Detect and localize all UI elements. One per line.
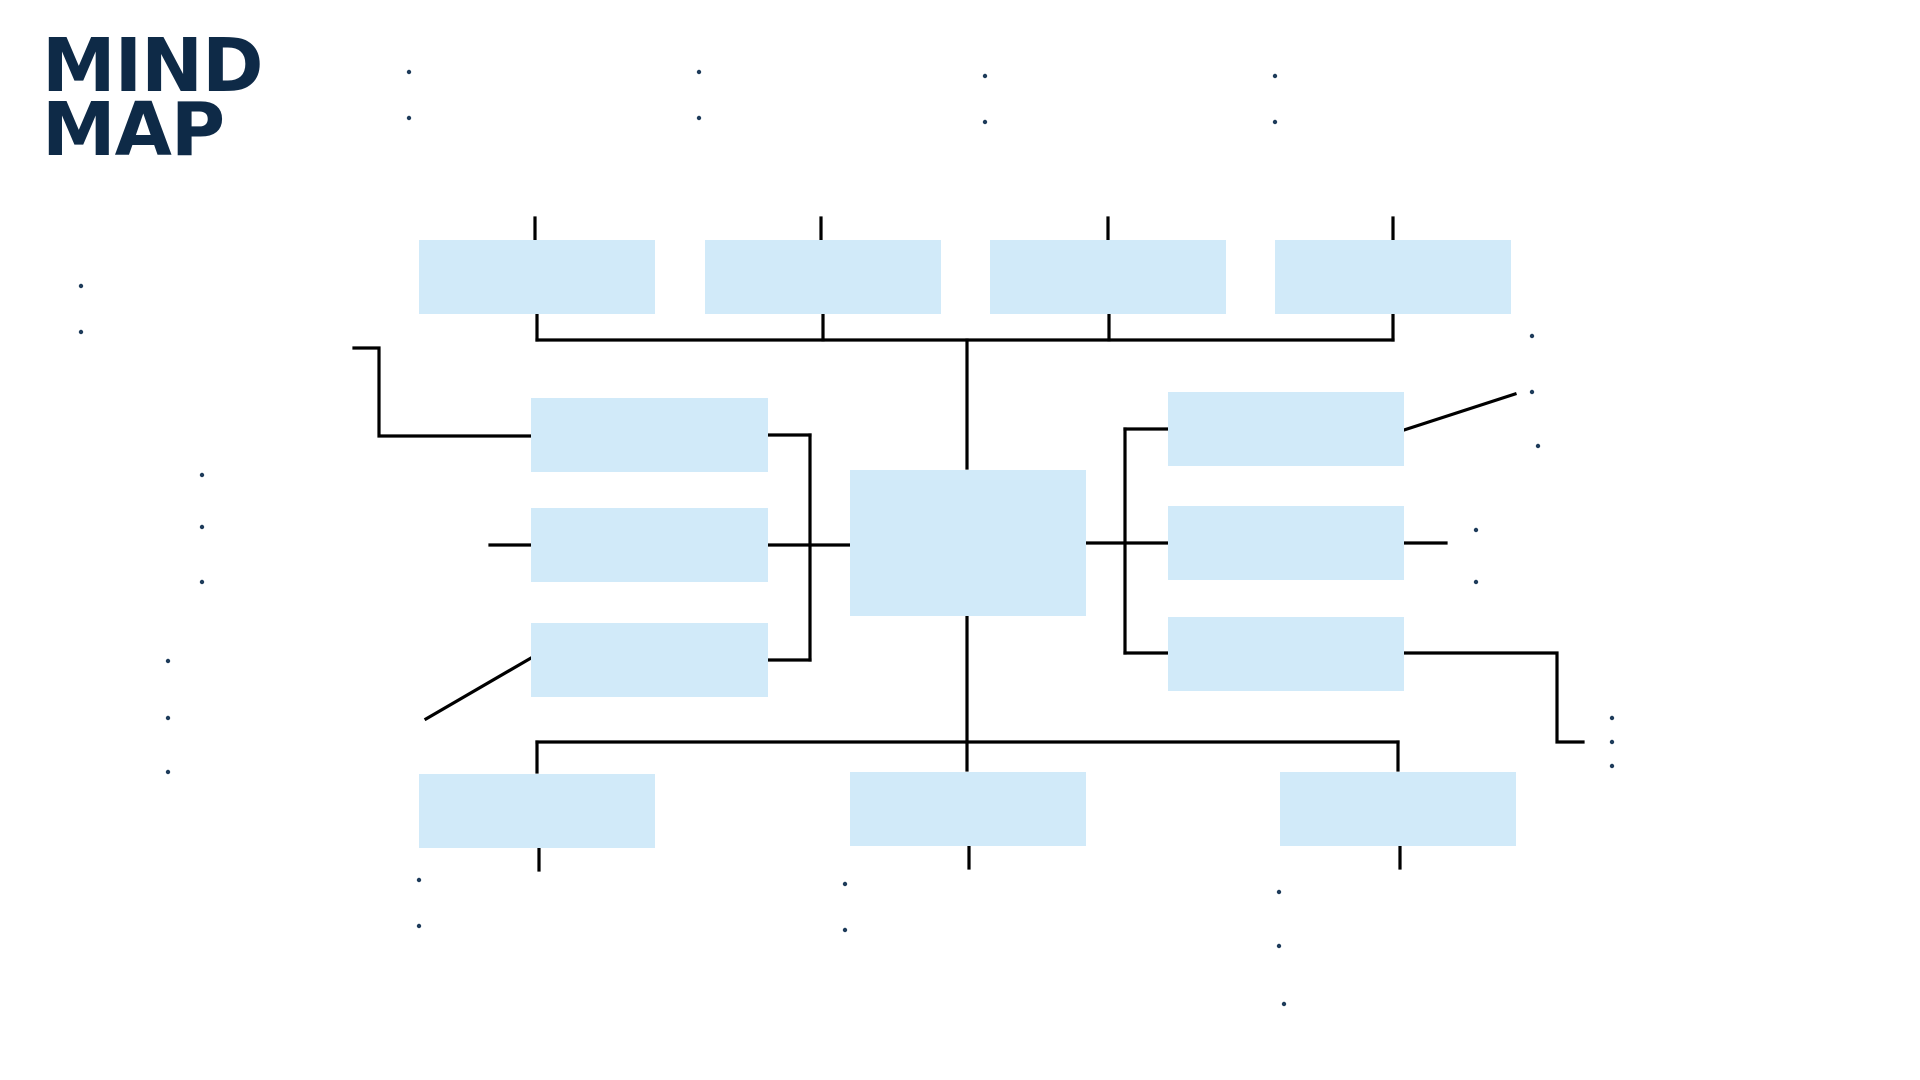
bullet-group-middle-right (1473, 527, 1479, 585)
mind-map-title: MIND MAP (42, 23, 264, 173)
central-node[interactable] (850, 470, 1086, 616)
bullet-group-bottom-1 (416, 877, 422, 929)
bullet-group-upper-left (78, 283, 84, 335)
bullet-dot (78, 283, 84, 289)
bullet-dot (416, 877, 422, 883)
bullet-dot (1272, 73, 1278, 79)
bullet-dot (406, 115, 412, 121)
bullet-dot (982, 119, 988, 125)
bullet-group-top-2 (696, 69, 702, 121)
bullet-dot (696, 115, 702, 121)
bottom-node-2[interactable] (850, 772, 1086, 846)
bullet-dots (78, 69, 1615, 1007)
bullet-dot (1473, 579, 1479, 585)
top-node-1[interactable] (419, 240, 655, 314)
bullet-dot (1609, 763, 1615, 769)
left-node-3[interactable] (531, 623, 768, 697)
bullet-dot (842, 881, 848, 887)
bullet-dot (1281, 1001, 1287, 1007)
connector-left-1-out (352, 346, 533, 438)
bullet-dot (696, 69, 702, 75)
bullet-dot (1535, 443, 1541, 449)
bullet-group-top-1 (406, 69, 412, 121)
bullet-dot (199, 472, 205, 478)
bullet-dot (78, 329, 84, 335)
bullet-dot (416, 923, 422, 929)
bullet-group-upper-right (1529, 333, 1541, 449)
top-node-2[interactable] (705, 240, 941, 314)
bullet-dot (1473, 527, 1479, 533)
nodes (419, 240, 1516, 848)
bullet-dot (842, 927, 848, 933)
right-node-3[interactable] (1168, 617, 1404, 691)
bullet-group-lower-left (165, 658, 171, 775)
left-node-2[interactable] (531, 508, 768, 582)
top-node-4[interactable] (1275, 240, 1511, 314)
top-node-3[interactable] (990, 240, 1226, 314)
title-line-1: MIND (42, 23, 264, 109)
bullet-dot (982, 73, 988, 79)
right-node-2[interactable] (1168, 506, 1404, 580)
bullet-dot (1276, 943, 1282, 949)
bullet-dot (165, 715, 171, 721)
bullet-group-bottom-2 (842, 881, 848, 933)
bullet-dot (199, 524, 205, 530)
bullet-group-top-3 (982, 73, 988, 125)
bullet-dot (1609, 739, 1615, 745)
bullet-dot (199, 579, 205, 585)
right-node-1[interactable] (1168, 392, 1404, 466)
connectors (352, 216, 1585, 872)
bottom-node-1[interactable] (419, 774, 655, 848)
bullet-group-top-4 (1272, 73, 1278, 125)
left-node-1[interactable] (531, 398, 768, 472)
bullet-dot (165, 658, 171, 664)
bullet-dot (406, 69, 412, 75)
title-line-2: MAP (42, 87, 225, 173)
bullet-group-middle-left (199, 472, 205, 585)
bullet-group-bottom-3 (1276, 889, 1287, 1007)
connector-right-3-out (1402, 651, 1585, 744)
bullet-dot (165, 769, 171, 775)
bullet-dot (1529, 333, 1535, 339)
bullet-dot (1276, 889, 1282, 895)
bullet-dot (1529, 389, 1535, 395)
bullet-dot (1272, 119, 1278, 125)
connector-left-3-out (423, 655, 534, 722)
bullet-dot (1609, 715, 1615, 721)
connector-right-1-out (1401, 391, 1518, 433)
bottom-node-3[interactable] (1280, 772, 1516, 846)
bullet-group-lower-right (1609, 715, 1615, 769)
